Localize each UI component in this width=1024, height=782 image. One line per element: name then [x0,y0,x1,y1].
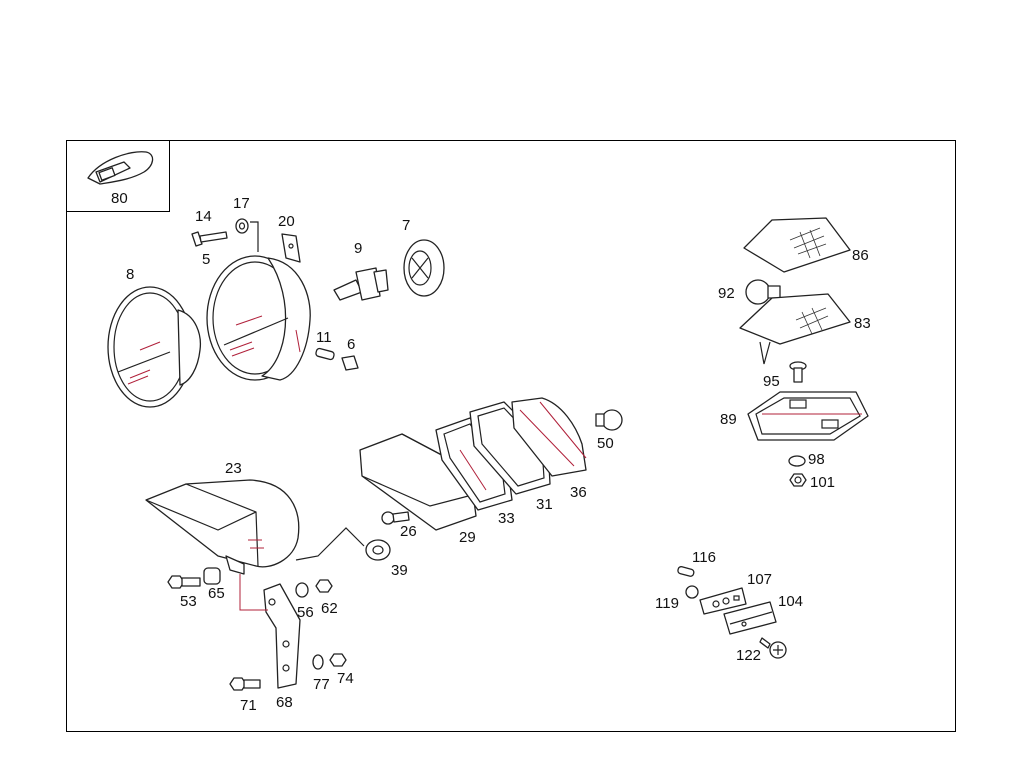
marker-lens-104-part[interactable] [723,601,777,635]
label-29: 29 [459,529,476,546]
label-80: 80 [111,190,128,207]
label-95: 95 [763,373,780,390]
label-6: 6 [347,336,355,353]
label-39: 39 [391,562,408,579]
label-86: 86 [852,247,869,264]
label-92: 92 [718,285,735,302]
gasket-107-part[interactable] [699,587,747,615]
label-119: 119 [655,595,679,612]
lamp-base-89-part[interactable] [747,391,869,441]
lamp-cover-86-part[interactable] [743,217,851,273]
label-9: 9 [354,240,362,257]
label-98: 98 [808,451,825,468]
socket-119-part[interactable] [685,585,699,599]
washer-98-part[interactable] [788,455,806,467]
label-7: 7 [402,217,410,234]
label-116: 116 [692,549,716,566]
headlight-lens-part[interactable] [107,286,202,408]
nut-62-part[interactable] [315,579,333,593]
label-11: 11 [316,329,332,346]
washer-17-part[interactable] [235,218,259,252]
nut-101-part[interactable] [789,473,807,487]
label-65: 65 [208,585,225,602]
nut-74-part[interactable] [329,653,347,667]
bulb-9-part[interactable] [333,267,389,301]
bulb-116-part[interactable] [677,566,695,577]
screw-122-part[interactable] [759,637,787,659]
label-83: 83 [854,315,871,332]
label-5: 5 [202,251,210,268]
lamp-glass-31-part[interactable] [469,401,551,495]
label-14: 14 [195,208,212,225]
grommet-39-part[interactable] [365,539,391,561]
inset-box-cable-tie [66,140,170,212]
cable-tie-part[interactable] [87,151,154,185]
lamp-lens-36-part[interactable] [511,397,587,477]
lamp-body-23-part[interactable] [145,479,300,575]
screw-26-part[interactable] [381,511,410,525]
washer-77-part[interactable] [312,654,324,670]
label-62: 62 [321,600,338,617]
cap-7-part[interactable] [403,239,445,297]
label-77: 77 [313,676,330,693]
bulb-92-part[interactable] [745,279,781,305]
label-122: 122 [736,647,761,664]
socket-6-part[interactable] [341,355,359,371]
spacer-65-part[interactable] [203,567,221,585]
label-104: 104 [778,593,803,610]
label-68: 68 [276,694,293,711]
bolt-71-part[interactable] [229,677,261,691]
washer-56-part[interactable] [295,582,309,598]
part-labels: 80 14 17 20 7 5 9 8 11 6 86 92 83 95 89 … [111,190,871,714]
label-17: 17 [233,195,250,212]
label-8: 8 [126,266,134,283]
bulb-50-part[interactable] [595,409,623,431]
screw-95-part[interactable] [789,361,807,383]
bulb-11-part[interactable] [315,347,335,361]
diagram-frame [66,140,956,732]
lamp-frame-33-part[interactable] [435,417,513,511]
lamp-housing-83-part[interactable] [739,293,851,365]
bolt-53-part[interactable] [167,575,201,589]
headlight-housing-part[interactable] [206,255,311,381]
cable-line [295,527,365,561]
label-31: 31 [536,496,553,513]
label-56: 56 [297,604,314,621]
label-89: 89 [720,411,737,428]
clip-20-part[interactable] [281,233,301,263]
label-107: 107 [747,571,772,588]
screw-14-part[interactable] [191,231,228,247]
bracket-68-part[interactable] [239,574,301,689]
label-101: 101 [810,474,835,491]
label-74: 74 [337,670,354,687]
label-50: 50 [597,435,614,452]
label-53: 53 [180,593,197,610]
label-26: 26 [400,523,417,540]
label-23: 23 [225,460,242,477]
label-33: 33 [498,510,515,527]
label-36: 36 [570,484,587,501]
label-20: 20 [278,213,295,230]
label-71: 71 [240,697,257,714]
